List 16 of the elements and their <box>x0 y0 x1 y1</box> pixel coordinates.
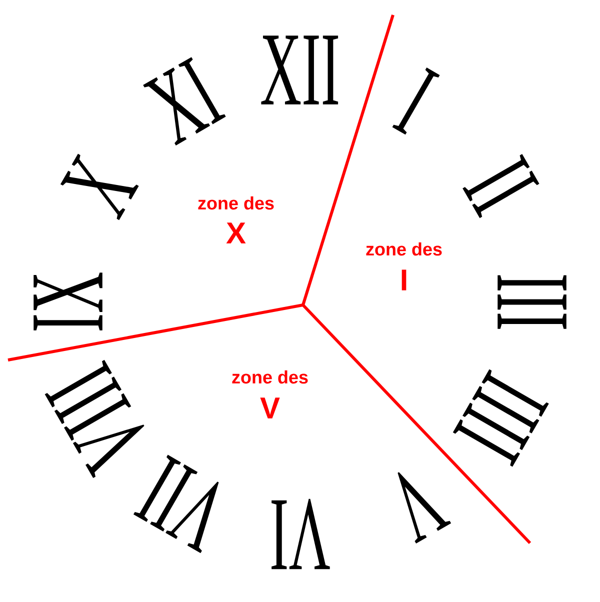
zone-letter: V <box>260 398 280 418</box>
roman-numeral: I <box>392 68 440 135</box>
zone-label: zone des <box>198 196 274 210</box>
zone-letter: X <box>226 222 246 244</box>
zone-label: zone des <box>366 242 442 256</box>
roman-numeral: IX <box>34 272 102 330</box>
roman-numeral: II <box>462 154 540 218</box>
roman-numeral: X <box>60 154 139 220</box>
roman-numeral: V <box>398 472 452 544</box>
roman-numeral: VI <box>272 498 330 570</box>
roman-numeral: III <box>498 275 566 329</box>
roman-numeral: XI <box>143 57 226 146</box>
roman-numeral: IIII <box>452 369 549 467</box>
zone-letter: I <box>402 270 406 290</box>
roman-numeral: XII <box>261 36 338 104</box>
zone-label: zone des <box>232 370 308 384</box>
